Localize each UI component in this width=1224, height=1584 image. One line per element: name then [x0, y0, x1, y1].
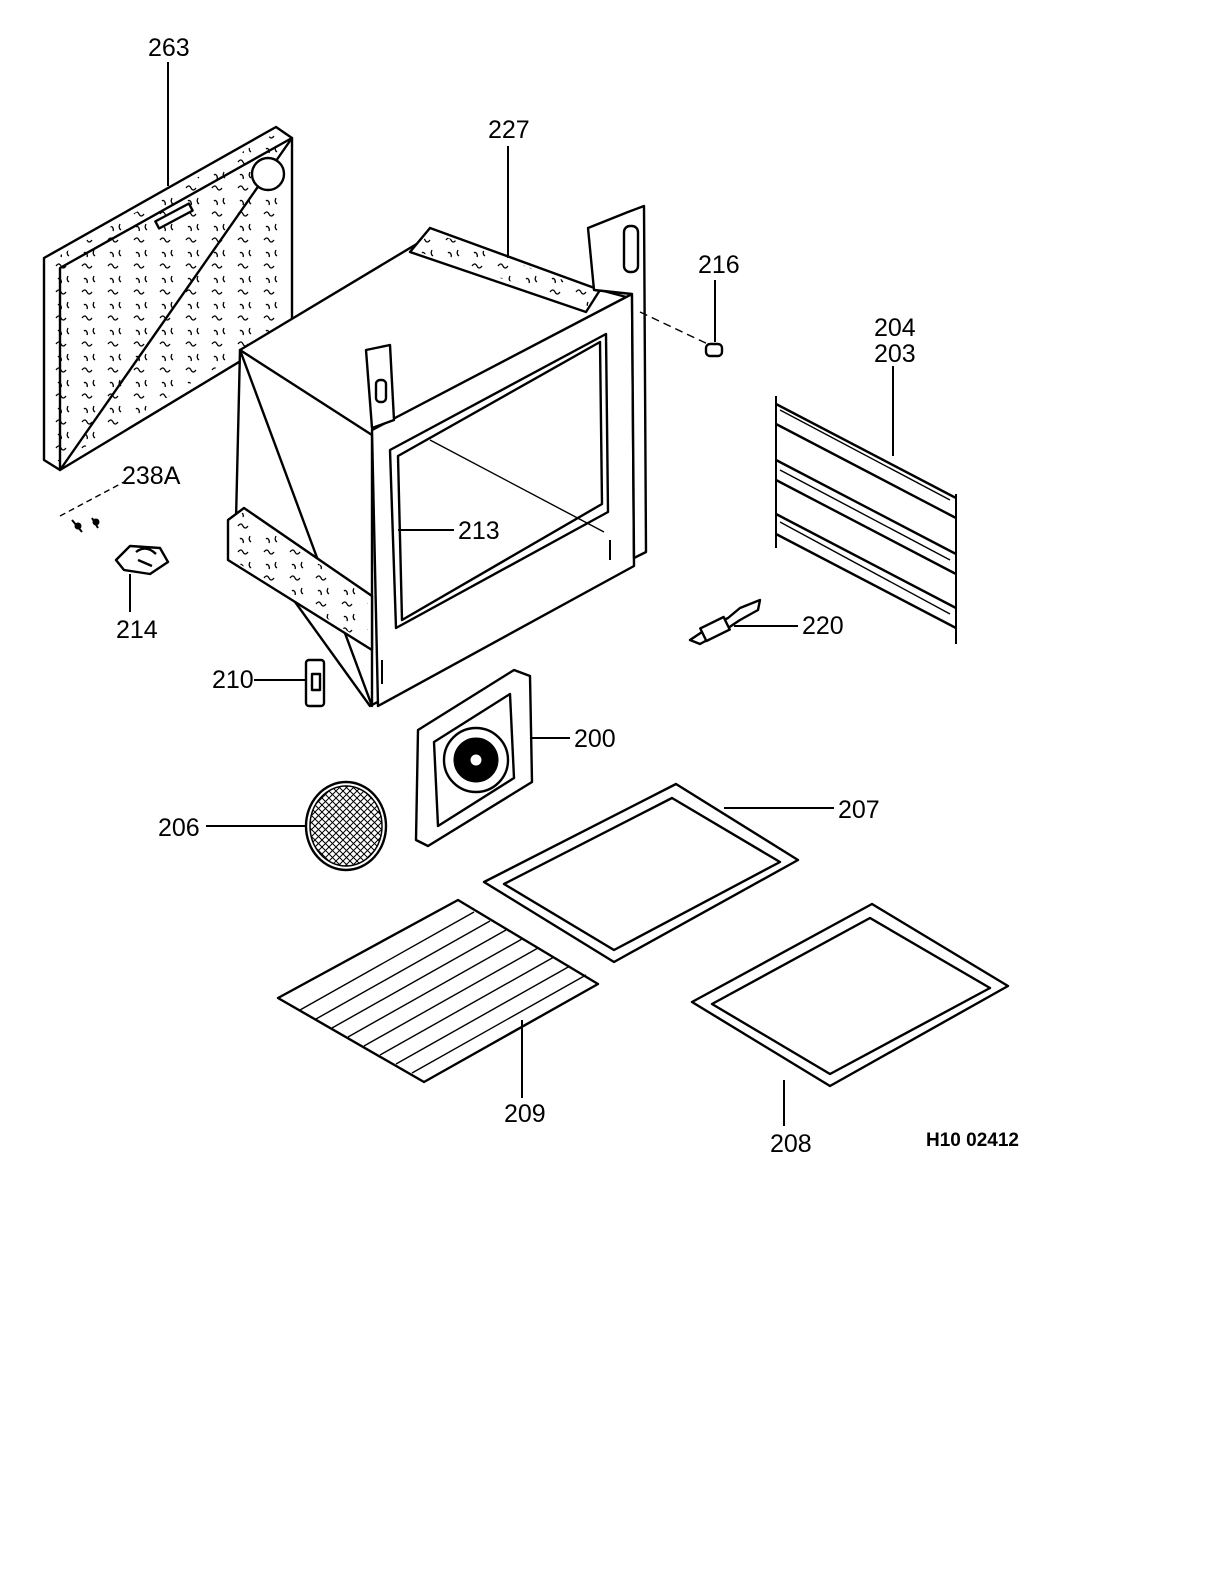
lamp-216: [639, 280, 724, 358]
label-210: 210: [212, 666, 254, 694]
label-206: 206: [158, 814, 200, 842]
door-switch-210: [254, 658, 326, 708]
label-216: 216: [698, 251, 740, 279]
drawing-reference: H10 02412: [926, 1130, 1019, 1151]
shelf-support-204-203: [775, 366, 957, 644]
label-203: 203: [874, 340, 916, 368]
label-209: 209: [504, 1100, 546, 1128]
label-200: 200: [574, 725, 616, 753]
fan-grille-206: [206, 780, 388, 872]
oven-rack-209: [276, 898, 600, 1098]
label-207: 207: [838, 796, 880, 824]
label-263: 263: [148, 34, 190, 62]
label-208: 208: [770, 1130, 812, 1158]
baking-tray-207: [482, 782, 834, 964]
label-204: 204: [874, 314, 916, 342]
sensor-220: [688, 598, 798, 646]
deep-tray-208: [690, 902, 1010, 1126]
lamp-holder-214: [114, 544, 170, 612]
label-214: 214: [116, 616, 158, 644]
fan-assembly-200: [414, 668, 570, 848]
label-213: 213: [458, 517, 500, 545]
label-227: 227: [488, 116, 530, 144]
insulation-panel-263: [42, 125, 294, 472]
label-238A: 238A: [122, 462, 181, 490]
screws-238A: [59, 481, 125, 533]
oven-cavity-227: [226, 204, 648, 708]
label-220: 220: [802, 612, 844, 640]
